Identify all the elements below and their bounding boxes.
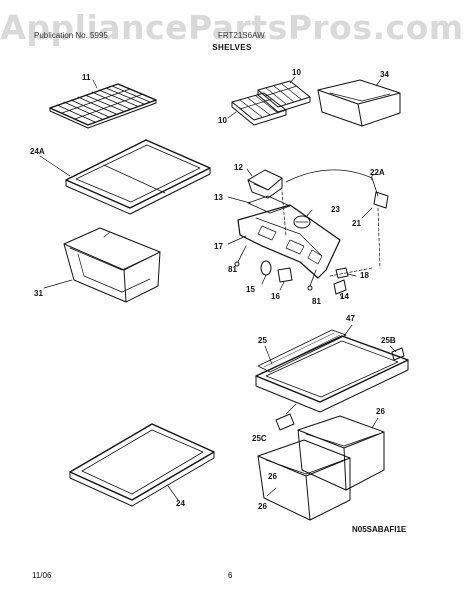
callout-14: 14 [340,292,349,301]
model-number: FRT21S6AW [218,31,265,40]
glass-shelf-24 [69,423,215,507]
callout-25b: 25B [381,336,396,345]
glass-shelf-25 [255,324,409,431]
crisper-drawer-26-right [297,415,385,491]
callout-18: 18 [360,271,369,280]
callout-23: 23 [331,205,340,214]
callout-34: 34 [380,70,389,79]
callout-26-right: 26 [376,407,385,416]
callout-22a: 22A [370,168,385,177]
callout-15: 15 [246,285,255,294]
callout-26-middle: 26 [268,472,277,481]
callout-21: 21 [352,219,361,228]
callout-17: 17 [214,242,223,251]
callout-81-right: 81 [312,297,321,306]
callout-12: 12 [234,163,243,172]
callout-81-left: 81 [228,265,237,274]
callout-47: 47 [346,314,355,323]
callout-25: 25 [258,336,267,345]
callout-10-upper: 10 [292,68,301,77]
figure-code: N05SABAFI1E [352,525,407,534]
section-title: SHELVES [212,43,252,52]
footer-date: 11/06 [32,571,52,580]
footer-page-number: 6 [228,571,233,580]
callout-13: 13 [214,193,223,202]
callout-31: 31 [34,289,43,298]
publication-number: Publication No. 5995 [34,31,108,40]
glass-shelf-24a [39,139,211,215]
callout-24a: 24A [30,147,45,156]
ice-tray-lower [227,92,287,126]
control-assembly [227,168,389,299]
crisper-drawer-26-left [257,439,351,521]
callout-16: 16 [271,292,280,301]
crisper-drawer-31 [43,227,161,303]
small-storage-bin [317,78,401,127]
callout-11: 11 [82,73,91,82]
callout-10-lower: 10 [218,116,227,125]
callout-25c: 25C [252,434,267,443]
watermark: AppliancePartsPros.com [0,8,464,47]
wire-rack-shelf [49,79,157,129]
callout-24: 24 [176,499,185,508]
callout-26-left: 26 [258,502,267,511]
